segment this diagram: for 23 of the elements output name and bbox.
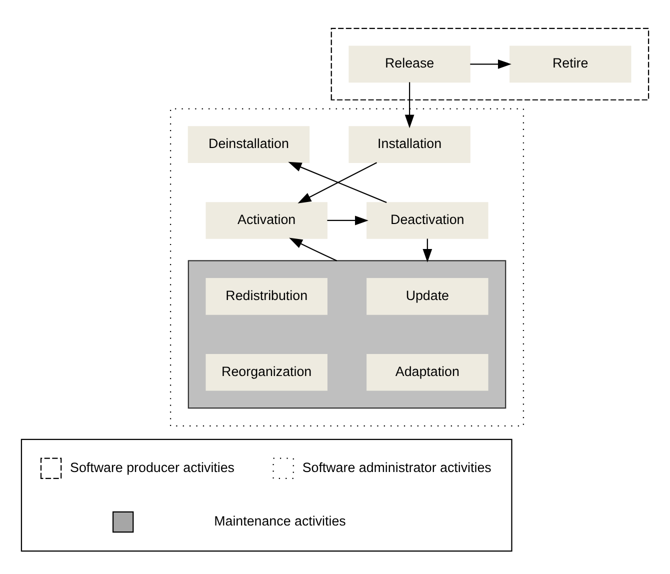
arrow [327,215,368,225]
cluster [188,260,506,408]
node-box: Retire [510,45,632,82]
cluster [330,27,650,100]
arrow [289,237,338,261]
legend-label: Maintenance activities [214,512,346,528]
cluster [170,108,524,426]
node-box: Adaptation [366,353,488,390]
arrow [298,162,377,203]
node-box: Reorganization [206,353,328,390]
arrow [422,238,432,262]
node-box: Deactivation [366,202,488,238]
legend-label: Software administrator activities [302,459,492,474]
node-box: Deinstallation [188,126,310,162]
arrow [470,58,512,68]
node-box: Activation [206,202,328,238]
node-box: Redistribution [206,278,328,314]
node-box: Installation [348,126,470,162]
arrow [404,82,414,128]
node-box: Release [348,45,470,82]
legend-label: Software producer activities [70,459,235,474]
node-box: Update [366,278,488,314]
arrow [288,161,387,203]
